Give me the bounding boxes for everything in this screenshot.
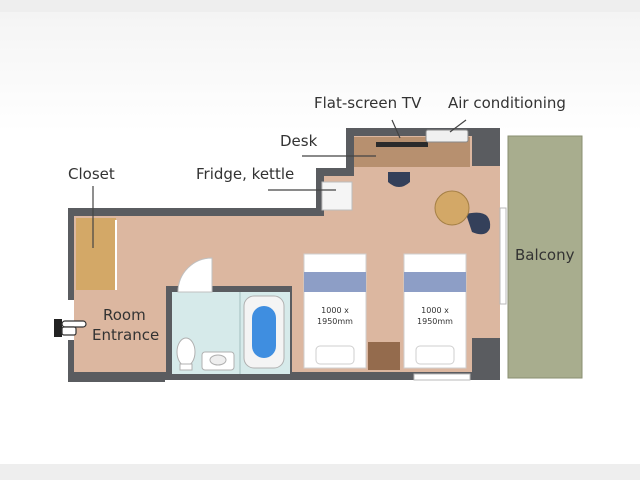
nightstand <box>368 342 400 370</box>
balcony-label: Balcony <box>515 246 575 264</box>
page-bottom-band <box>0 464 640 480</box>
bed-right-size-line1: 1000 x <box>421 306 449 315</box>
closet <box>76 218 116 290</box>
air-conditioning-label: Air conditioning <box>448 94 566 112</box>
page-background <box>0 12 640 132</box>
tv-leader-line <box>391 119 401 139</box>
air-conditioner-icon <box>425 129 469 143</box>
bed-left: 1000 x 1950mm <box>303 253 367 369</box>
bed-left-size-line1: 1000 x <box>321 306 349 315</box>
tv-label: Flat-screen TV <box>314 94 422 112</box>
sink-basin <box>209 354 227 366</box>
balcony-window <box>499 207 507 305</box>
lounge-chair-icon <box>466 212 491 235</box>
desk-label: Desk <box>280 132 318 150</box>
entrance-label-line1: Room <box>103 306 146 324</box>
balcony <box>507 135 583 379</box>
fridge <box>321 181 353 211</box>
bottom-window <box>413 373 471 381</box>
bed-right-size-line2: 1950mm <box>417 317 453 326</box>
air-leader-line <box>449 119 467 133</box>
bathroom-door <box>177 257 213 293</box>
toilet-icon <box>176 337 196 367</box>
page-top-band <box>0 0 640 12</box>
bathtub-water-icon <box>252 306 276 358</box>
round-table <box>434 190 470 226</box>
entrance-door <box>66 300 74 340</box>
desk-chair-icon <box>388 172 410 187</box>
pointing-hand-icon <box>54 319 87 337</box>
bed-left-size-line2: 1950mm <box>317 317 353 326</box>
closet-label: Closet <box>68 165 115 183</box>
bed-right: 1000 x 1950mm <box>403 253 467 369</box>
entrance-label-line2: Entrance <box>92 326 160 344</box>
toilet-tank <box>179 363 193 371</box>
fridge-label: Fridge, kettle <box>196 165 295 183</box>
tv-icon <box>376 142 428 147</box>
